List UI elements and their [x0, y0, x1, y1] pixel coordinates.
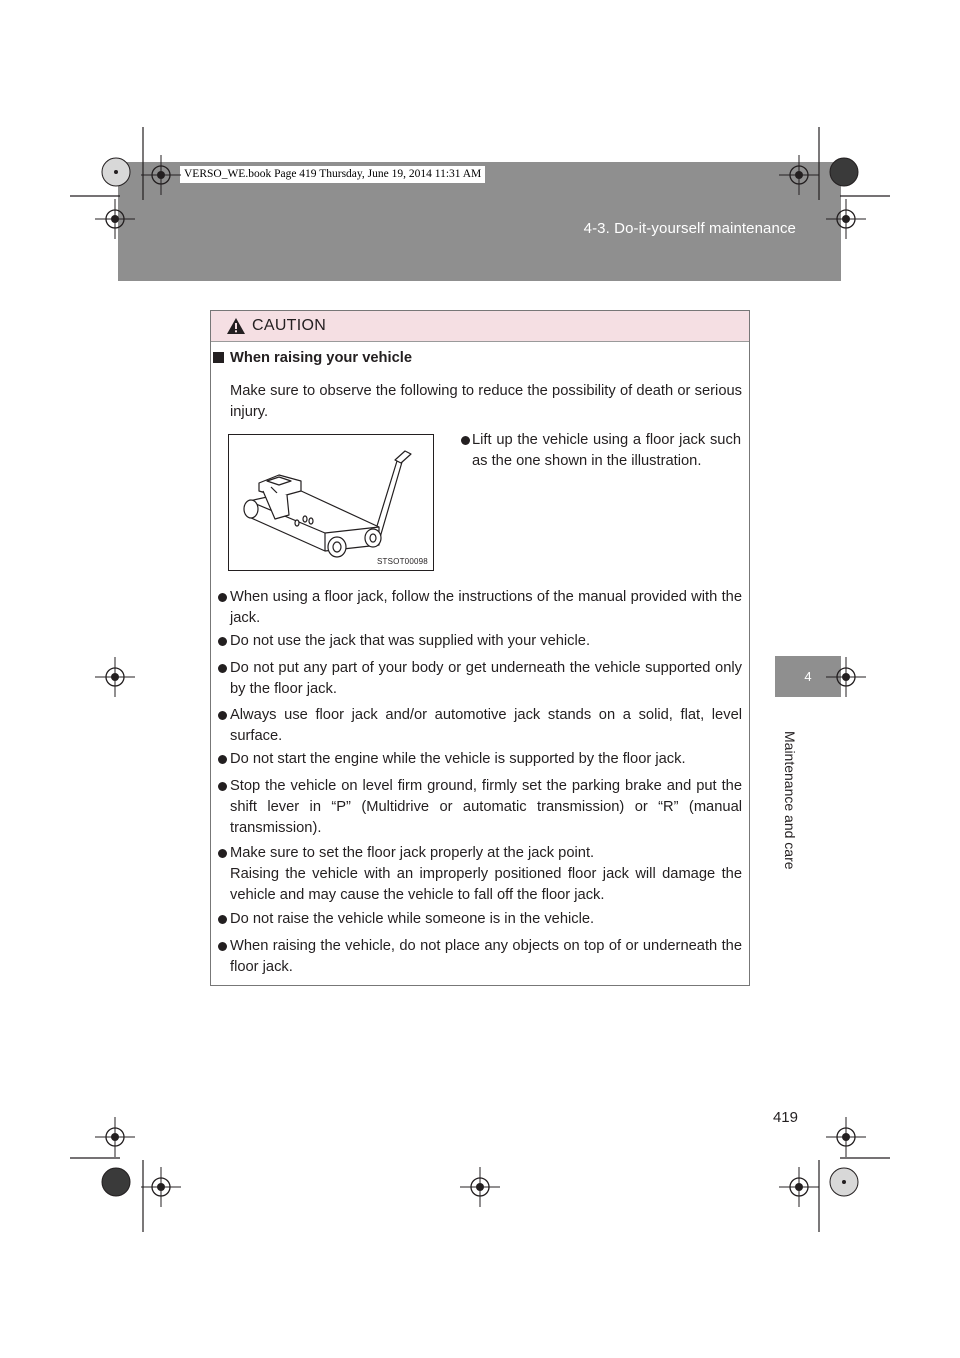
starburst-mark-icon: [829, 1167, 859, 1197]
bullet-icon: [218, 915, 227, 924]
section-title: 4-3. Do-it-yourself maintenance: [583, 220, 796, 237]
bullet-icon: [218, 942, 227, 951]
bullet-icon: [218, 782, 227, 791]
list-item: Stop the vehicle on level firm ground, f…: [230, 778, 742, 836]
list-item: Do not use the jack that was supplied wi…: [230, 633, 591, 649]
caution-intro: Make sure to observe the following to re…: [230, 383, 742, 420]
print-stamp: VERSO_WE.book Page 419 Thursday, June 19…: [180, 166, 486, 183]
bullet-icon: [218, 637, 227, 646]
register-mark-icon: [460, 1167, 500, 1207]
caution-subheading: When raising your vehicle: [230, 350, 413, 366]
side-tab-label: Maintenance and care: [782, 731, 798, 870]
list-item: Do not put any part of your body or get …: [230, 660, 742, 697]
warning-triangle-icon: [227, 318, 245, 334]
bullet-icon: [218, 711, 227, 720]
figure-code: STSOT00098: [377, 557, 428, 566]
caution-header: [211, 311, 749, 342]
bullet-icon: [218, 849, 227, 858]
bullet-icon: [461, 436, 470, 445]
bullet-icon: [218, 593, 227, 602]
starburst-mark-icon: [829, 157, 859, 187]
figure-bullet-text: Lift up the vehicle using a floor jack s…: [472, 432, 741, 469]
floor-jack-icon: [243, 450, 412, 558]
list-item: Make sure to set the floor jack properly…: [230, 845, 595, 861]
page-number: 419: [772, 1109, 798, 1126]
caution-label: CAUTION: [252, 317, 327, 334]
bullet-icon: [218, 664, 227, 673]
list-item: Do not raise the vehicle while someone i…: [230, 911, 595, 927]
register-mark-icon: [779, 155, 819, 195]
list-item: When using a floor jack, follow the inst…: [230, 589, 742, 626]
starburst-mark-icon: [101, 157, 131, 187]
register-mark-icon: [95, 1117, 135, 1157]
register-mark-icon: [95, 199, 135, 239]
list-item-continuation: Raising the vehicle with an improperly p…: [230, 866, 742, 903]
list-item: Always use floor jack and/or automotive …: [230, 707, 742, 744]
caution-box: [210, 310, 750, 986]
floor-jack-illustration: [228, 434, 434, 571]
side-tab-number: 4: [804, 669, 812, 684]
register-mark-icon: [826, 1117, 866, 1157]
register-mark-icon: [95, 657, 135, 697]
subheading-marker-icon: [213, 352, 224, 363]
register-mark-icon: [826, 199, 866, 239]
register-mark-icon: [826, 657, 866, 697]
register-mark-icon: [141, 1167, 181, 1207]
bullet-icon: [218, 755, 227, 764]
register-mark-icon: [779, 1167, 819, 1207]
list-item: When raising the vehicle, do not place a…: [230, 938, 742, 975]
starburst-mark-icon: [101, 1167, 131, 1197]
list-item: Do not start the engine while the vehicl…: [230, 751, 686, 767]
register-mark-icon: [141, 155, 181, 195]
